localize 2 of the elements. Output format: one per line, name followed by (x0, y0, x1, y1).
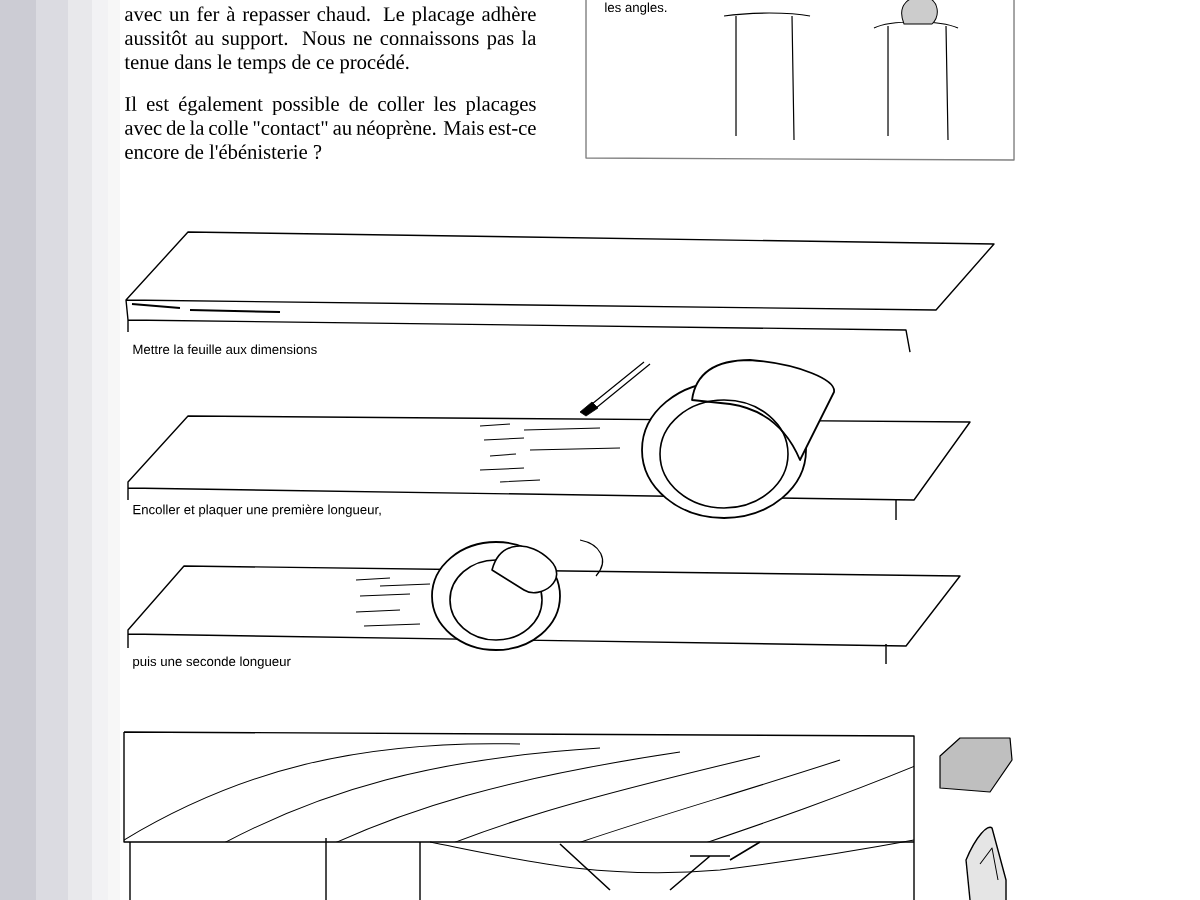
body-text: avec un fer à repasser chaud. Le placage adhère aussitôt au support. Nous ne connaissons pas la tenue dans le temps de ce procédé. (124, 6, 537, 74)
body-text: Il est également possible de coller les placages avec de la colle "contact" au néoprène. Mais est-ce encore de l'ébénisterie ? (125, 96, 536, 159)
